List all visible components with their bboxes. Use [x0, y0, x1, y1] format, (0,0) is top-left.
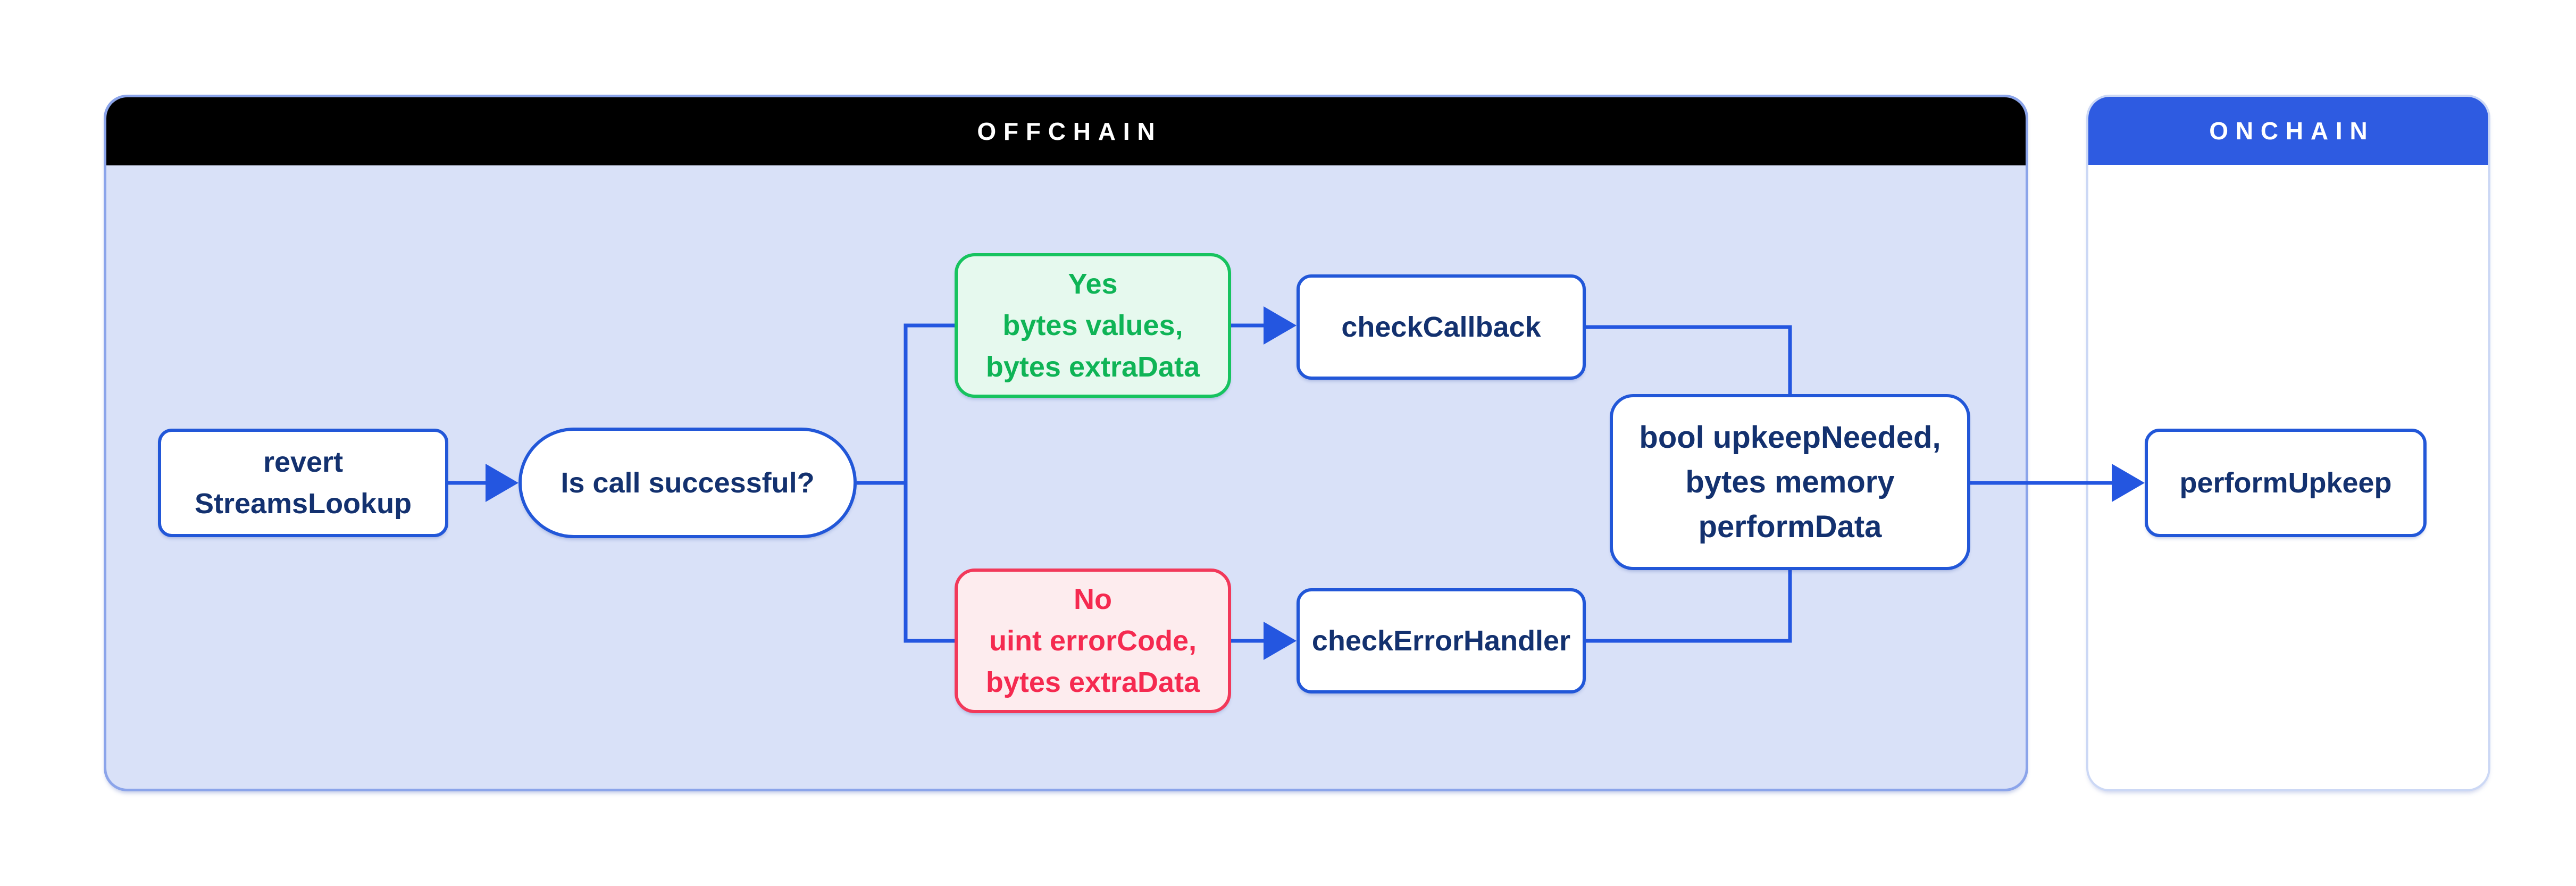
node-no-line3: bytes extraData: [985, 666, 1200, 698]
node-performupkeep-label: performUpkeep: [2179, 467, 2392, 499]
offchain-title: OFFCHAIN: [977, 118, 1162, 145]
onchain-title: ONCHAIN: [2209, 117, 2375, 145]
node-checkerrorhandler-label: checkErrorHandler: [1311, 625, 1571, 657]
node-checkerrorhandler: checkErrorHandler: [1297, 588, 1586, 693]
node-revert-streamslookup: revert StreamsLookup: [158, 429, 448, 537]
onchain-header: ONCHAIN: [2088, 97, 2488, 165]
node-no-branch: No uint errorCode, bytes extraData: [955, 569, 1231, 713]
node-checkcallback-label: checkCallback: [1341, 311, 1541, 343]
node-upkeep-result-line1: bool upkeepNeeded,: [1639, 420, 1941, 455]
node-is-call-successful: Is call successful?: [518, 428, 857, 538]
node-yes-line3: bytes extraData: [985, 351, 1200, 383]
node-yes-line1: Yes: [1068, 268, 1118, 300]
node-revert-line2: StreamsLookup: [194, 488, 412, 520]
node-no-line2: uint errorCode,: [989, 625, 1197, 657]
node-upkeep-result-line2: bytes memory: [1685, 464, 1895, 499]
node-yes-line2: bytes values,: [1002, 310, 1183, 341]
node-checkcallback: checkCallback: [1297, 274, 1586, 380]
offchain-header: OFFCHAIN: [106, 97, 2026, 165]
node-no-line1: No: [1074, 583, 1112, 615]
node-is-call-successful-label: Is call successful?: [561, 467, 815, 499]
node-upkeep-result-line3: performData: [1698, 509, 1882, 544]
node-performupkeep: performUpkeep: [2145, 429, 2427, 537]
node-revert-line1: revert: [263, 446, 344, 478]
node-yes-branch: Yes bytes values, bytes extraData: [955, 253, 1231, 398]
node-upkeep-result: bool upkeepNeeded, bytes memory performD…: [1610, 394, 1970, 570]
